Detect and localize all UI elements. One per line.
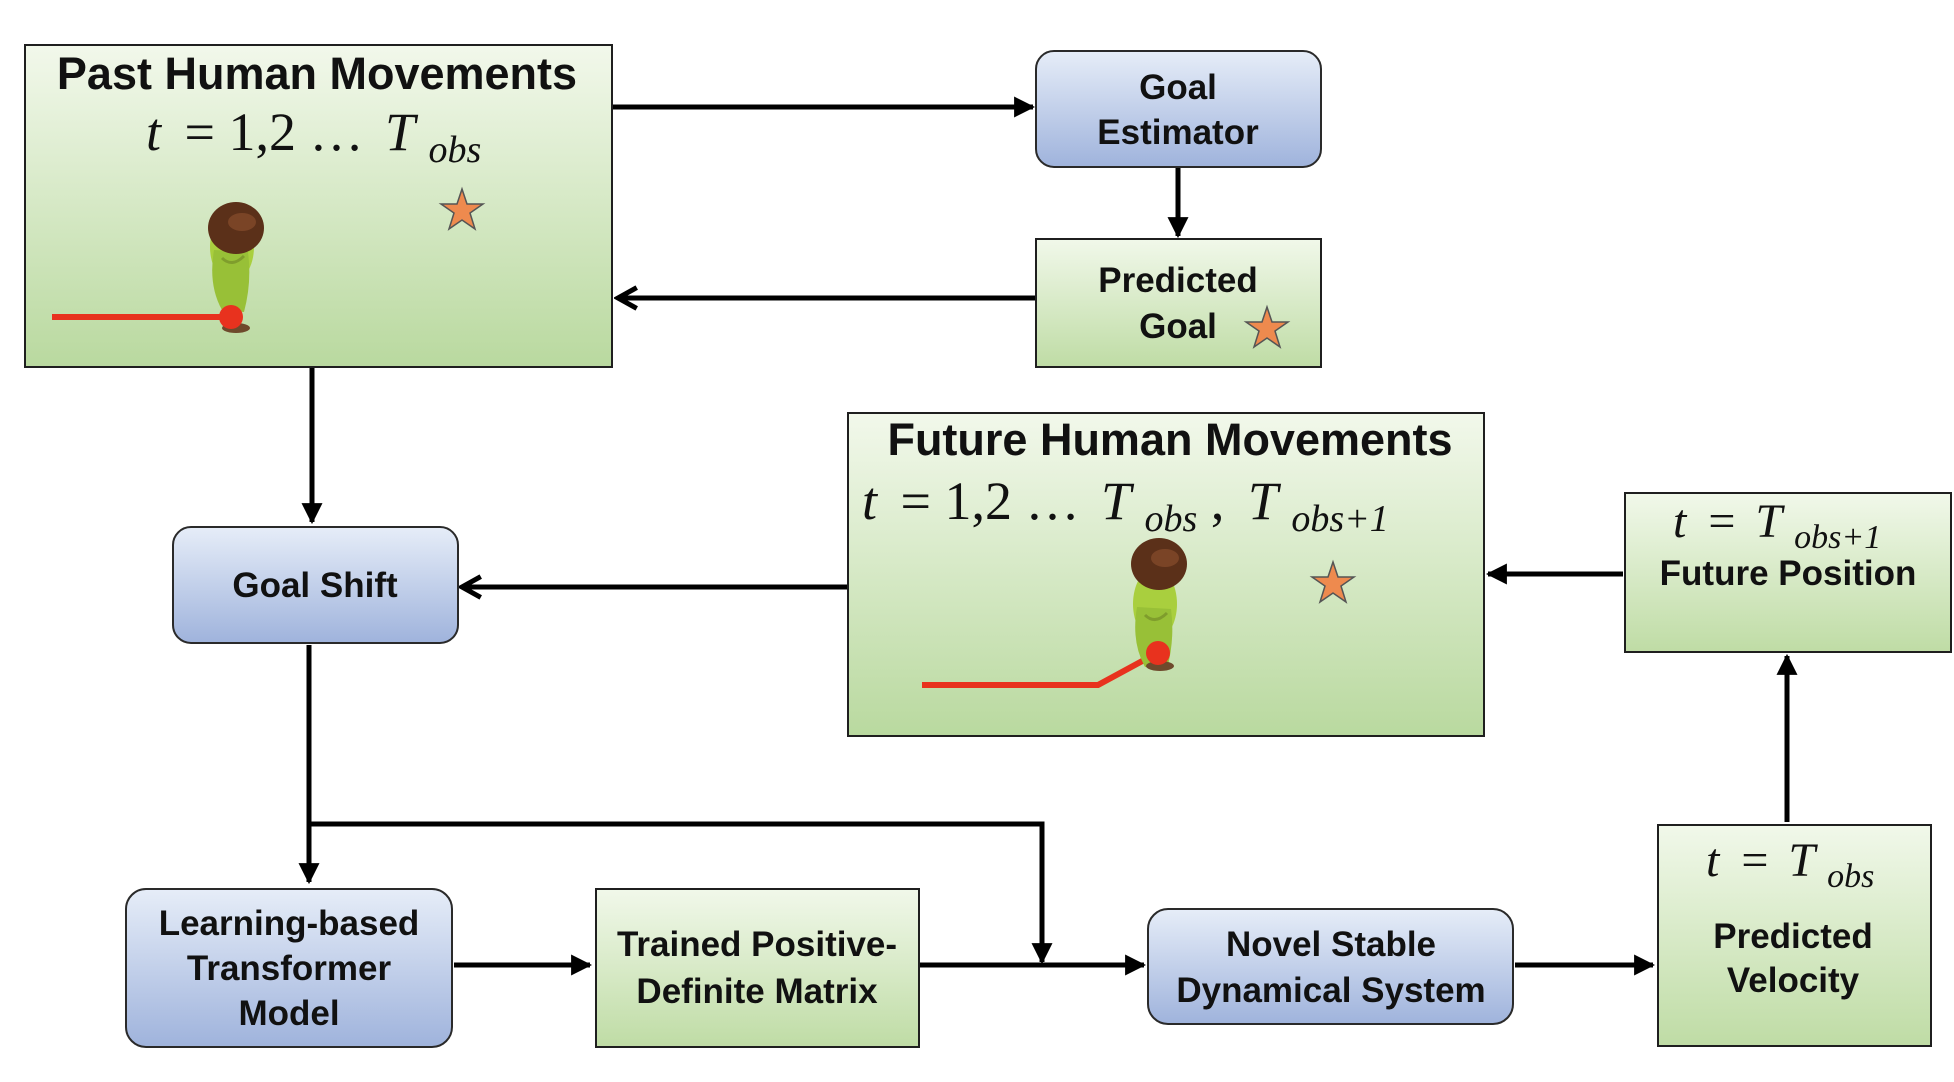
- goal-shift-label: Goal Shift: [232, 566, 398, 605]
- predicted-velocity-time: t = T obs: [1706, 834, 1874, 895]
- stable-system-label-2: Dynamical System: [1176, 971, 1485, 1010]
- predicted-goal-label-1: Predicted: [1098, 261, 1258, 300]
- transformer-label-3: Model: [238, 994, 339, 1033]
- predicted-velocity-label-1: Predicted: [1713, 917, 1873, 956]
- predicted-goal-box: Predicted Goal: [1035, 238, 1322, 368]
- predicted-velocity-box: t = T obs Predicted Velocity: [1657, 824, 1932, 1047]
- future-position-box: t = T obs+1 Future Position: [1624, 492, 1952, 653]
- transformer-label-1: Learning-based: [159, 904, 420, 943]
- predicted-velocity-label-2: Velocity: [1727, 961, 1860, 1000]
- future-position-label: Future Position: [1660, 554, 1917, 593]
- past-movements-box: Past Human Movements t = 1,2 … T obs: [24, 44, 613, 368]
- future-box-title: Future Human Movements: [887, 414, 1452, 465]
- human-avatar-icon: [208, 202, 264, 333]
- trajectory-line: [922, 650, 1159, 688]
- human-avatar-icon: [1131, 538, 1187, 671]
- goal-star-icon: [1243, 304, 1291, 349]
- pd-matrix-label-1: Trained Positive-: [617, 925, 897, 964]
- current-position-dot: [219, 305, 243, 329]
- stable-system-label-1: Novel Stable: [1226, 925, 1436, 964]
- goal-estimator-box: Goal Estimator: [1035, 50, 1322, 168]
- goal-estimator-label-1: Goal: [1139, 68, 1217, 107]
- stable-system-box: Novel Stable Dynamical System: [1147, 908, 1514, 1025]
- goal-star-icon: [438, 186, 486, 231]
- past-box-time: t = 1,2 … T obs: [146, 102, 481, 171]
- edges: [298, 96, 1798, 976]
- past-box-title: Past Human Movements: [57, 48, 577, 99]
- pd-matrix-label-2: Definite Matrix: [636, 972, 878, 1011]
- future-box-time: t = 1,2 … T obs , T obs+1: [862, 471, 1389, 543]
- goal-estimator-label-2: Estimator: [1097, 113, 1259, 152]
- future-movements-box: Future Human Movements t = 1,2 … T obs ,…: [847, 412, 1485, 737]
- edge-goal-shift-to-junction: [309, 821, 1053, 965]
- current-position-dot: [1146, 641, 1170, 665]
- transformer-label-2: Transformer: [187, 949, 392, 988]
- future-position-time: t = T obs+1: [1673, 495, 1881, 556]
- transformer-model-box: Learning-based Transformer Model: [125, 888, 453, 1048]
- pd-matrix-box: Trained Positive- Definite Matrix: [595, 888, 920, 1048]
- goal-star-icon: [1309, 559, 1357, 604]
- goal-shift-box: Goal Shift: [172, 526, 459, 644]
- predicted-goal-label-2: Goal: [1139, 307, 1217, 346]
